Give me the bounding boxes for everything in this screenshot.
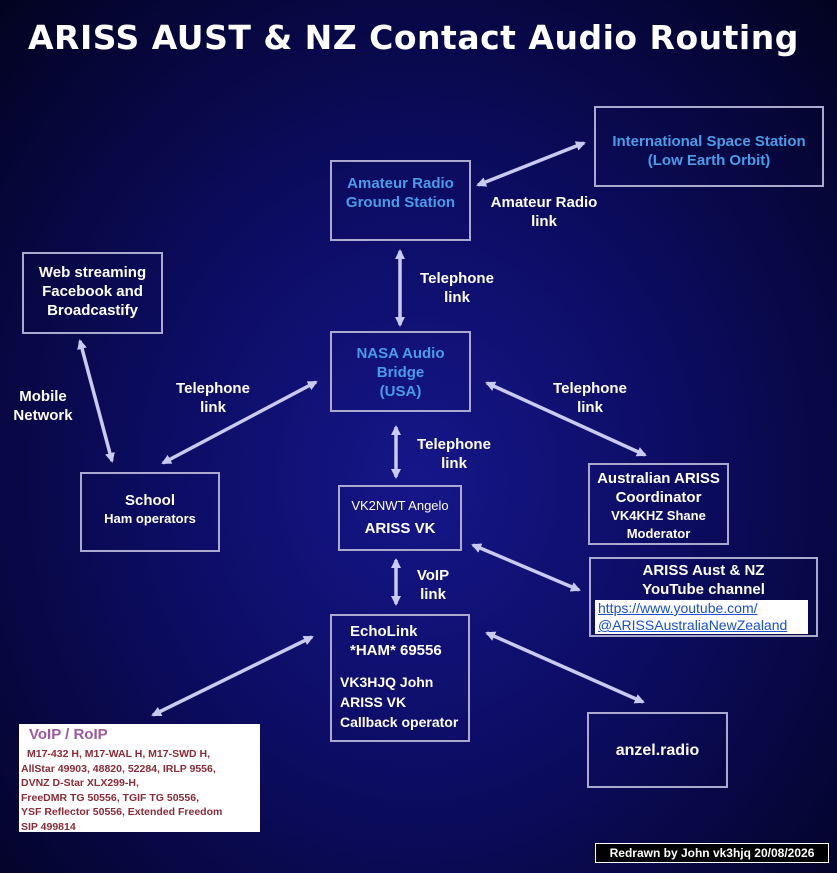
iss-node: International Space Station (Low Earth O… bbox=[594, 106, 824, 187]
school-node: School Ham operators bbox=[80, 472, 220, 552]
coordinator-label-line3: VK4KHZ Shane bbox=[611, 508, 706, 523]
school-label-line1: School bbox=[124, 492, 175, 509]
voip-roip-box: VoIP / RoIP M17-432 H, M17-WAL H, M17-SW… bbox=[19, 724, 260, 835]
nasa-bridge-node: NASA Audio Bridge (USA) bbox=[330, 331, 471, 412]
web-streaming-label-line3: Broadcastify bbox=[47, 302, 138, 319]
link-label-line: Telephone bbox=[420, 270, 494, 287]
nasa-label-line2: Bridge bbox=[376, 364, 425, 381]
echolink-label-line5: Callback operator bbox=[340, 714, 459, 730]
link-label-telephone-gs-nasa: Telephone link bbox=[412, 269, 502, 307]
youtube-node: ARISS Aust & NZ YouTube channel https://… bbox=[589, 557, 818, 637]
link-label-line: link bbox=[531, 213, 557, 230]
iss-label-line1: International Space Station bbox=[612, 133, 806, 150]
link-label-telephone-vk2nwt: Telephone link bbox=[409, 435, 499, 473]
voip-line: YSF Reflector 50556, Extended Freedom bbox=[21, 806, 223, 819]
link-label-line: Telephone bbox=[553, 380, 627, 397]
ground-station-node: Amateur Radio Ground Station bbox=[330, 160, 471, 241]
youtube-channel-link[interactable]: https://www.youtube.com/ bbox=[595, 600, 808, 617]
ground-station-label-line2: Ground Station bbox=[345, 194, 456, 211]
vk2nwt-label-line2: ARISS VK bbox=[364, 520, 436, 537]
link-label-line: link bbox=[200, 399, 226, 416]
youtube-channel-handle-link[interactable]: @ARISSAustraliaNewZealand bbox=[595, 617, 808, 634]
coordinator-label-line1: Australian ARISS bbox=[597, 470, 720, 487]
voip-line: M17-432 H, M17-WAL H, M17-SWD H, bbox=[27, 748, 211, 760]
link-label-line: link bbox=[444, 289, 470, 306]
link-label-line: Network bbox=[13, 407, 73, 424]
vk2nwt-node: VK2NWT Angelo ARISS VK bbox=[338, 485, 462, 551]
ground-station-label-line1: Amateur Radio bbox=[347, 175, 454, 192]
voip-line: FreeDMR TG 50556, TGIF TG 50556, bbox=[21, 791, 199, 804]
coordinator-label-line2: Coordinator bbox=[615, 489, 702, 506]
nasa-label-line1: NASA Audio bbox=[356, 345, 445, 362]
voip-line: DVNZ D-Star XLX299-H, bbox=[21, 777, 139, 790]
link-label-telephone-school: Telephone link bbox=[168, 379, 258, 417]
link-label-mobile-network: Mobile Network bbox=[4, 387, 82, 425]
voip-heading: VoIP / RoIP bbox=[29, 726, 108, 743]
arrow-echolink-voip bbox=[151, 635, 314, 717]
echolink-label-line4: ARISS VK bbox=[340, 694, 407, 710]
iss-label-line2: (Low Earth Orbit) bbox=[647, 152, 771, 169]
link-label-line: VoIP bbox=[416, 567, 450, 584]
web-streaming-label-line1: Web streaming bbox=[38, 264, 147, 281]
page-title: ARISS AUST & NZ Contact Audio Routing bbox=[28, 18, 799, 57]
nasa-label-line3: (USA) bbox=[379, 383, 422, 400]
anzel-label: anzel.radio bbox=[615, 742, 700, 759]
link-label-line: link bbox=[441, 455, 467, 472]
arrow-ground-iss bbox=[476, 141, 586, 187]
voip-line: SIP 499814 bbox=[21, 820, 76, 833]
link-label-line: Telephone bbox=[417, 436, 491, 453]
arrow-echolink-anzel bbox=[485, 631, 645, 704]
youtube-label-line2: YouTube channel bbox=[642, 581, 765, 598]
web-streaming-node: Web streaming Facebook and Broadcastify bbox=[22, 252, 163, 334]
echolink-label-line3: VK3HJQ John bbox=[340, 674, 434, 690]
link-label-line: Mobile bbox=[19, 388, 67, 405]
anzel-radio-node: anzel.radio bbox=[587, 712, 728, 788]
arrow-web-school bbox=[77, 339, 115, 463]
voip-line: AllStar 49903, 48820, 52284, IRLP 9556, bbox=[21, 762, 216, 775]
footer-credit: Redrawn by John vk3hjq 20/08/2026 bbox=[595, 843, 829, 863]
link-label-line: link bbox=[420, 586, 446, 603]
link-label-voip: VoIP link bbox=[404, 566, 462, 604]
school-label-line2: Ham operators bbox=[104, 511, 196, 526]
link-label-line: Amateur Radio bbox=[490, 194, 598, 211]
link-label-amateur-radio: Amateur Radio link bbox=[478, 193, 610, 231]
vk2nwt-label-line1: VK2NWT Angelo bbox=[351, 498, 449, 513]
coordinator-node: Australian ARISS Coordinator VK4KHZ Shan… bbox=[588, 463, 729, 545]
voip-list: M17-432 H, M17-WAL H, M17-SWD H, AllStar… bbox=[21, 747, 260, 835]
link-label-line: link bbox=[577, 399, 603, 416]
echolink-label-line1: EchoLink bbox=[350, 623, 418, 640]
arrow-vk2nwt-youtube bbox=[471, 543, 581, 592]
echolink-label-line2: *HAM* 69556 bbox=[350, 642, 442, 659]
echolink-node: EchoLink *HAM* 69556 VK3HJQ John ARISS V… bbox=[330, 614, 470, 742]
coordinator-label-line4: Moderator bbox=[626, 526, 691, 541]
web-streaming-label-line2: Facebook and bbox=[42, 283, 143, 300]
arrow-nasa-coordinator bbox=[485, 381, 647, 457]
youtube-label-line1: ARISS Aust & NZ bbox=[642, 562, 765, 579]
link-label-line: Telephone bbox=[176, 380, 250, 397]
arrow-school-nasa bbox=[161, 380, 318, 465]
link-label-telephone-coordinator: Telephone link bbox=[545, 379, 635, 417]
